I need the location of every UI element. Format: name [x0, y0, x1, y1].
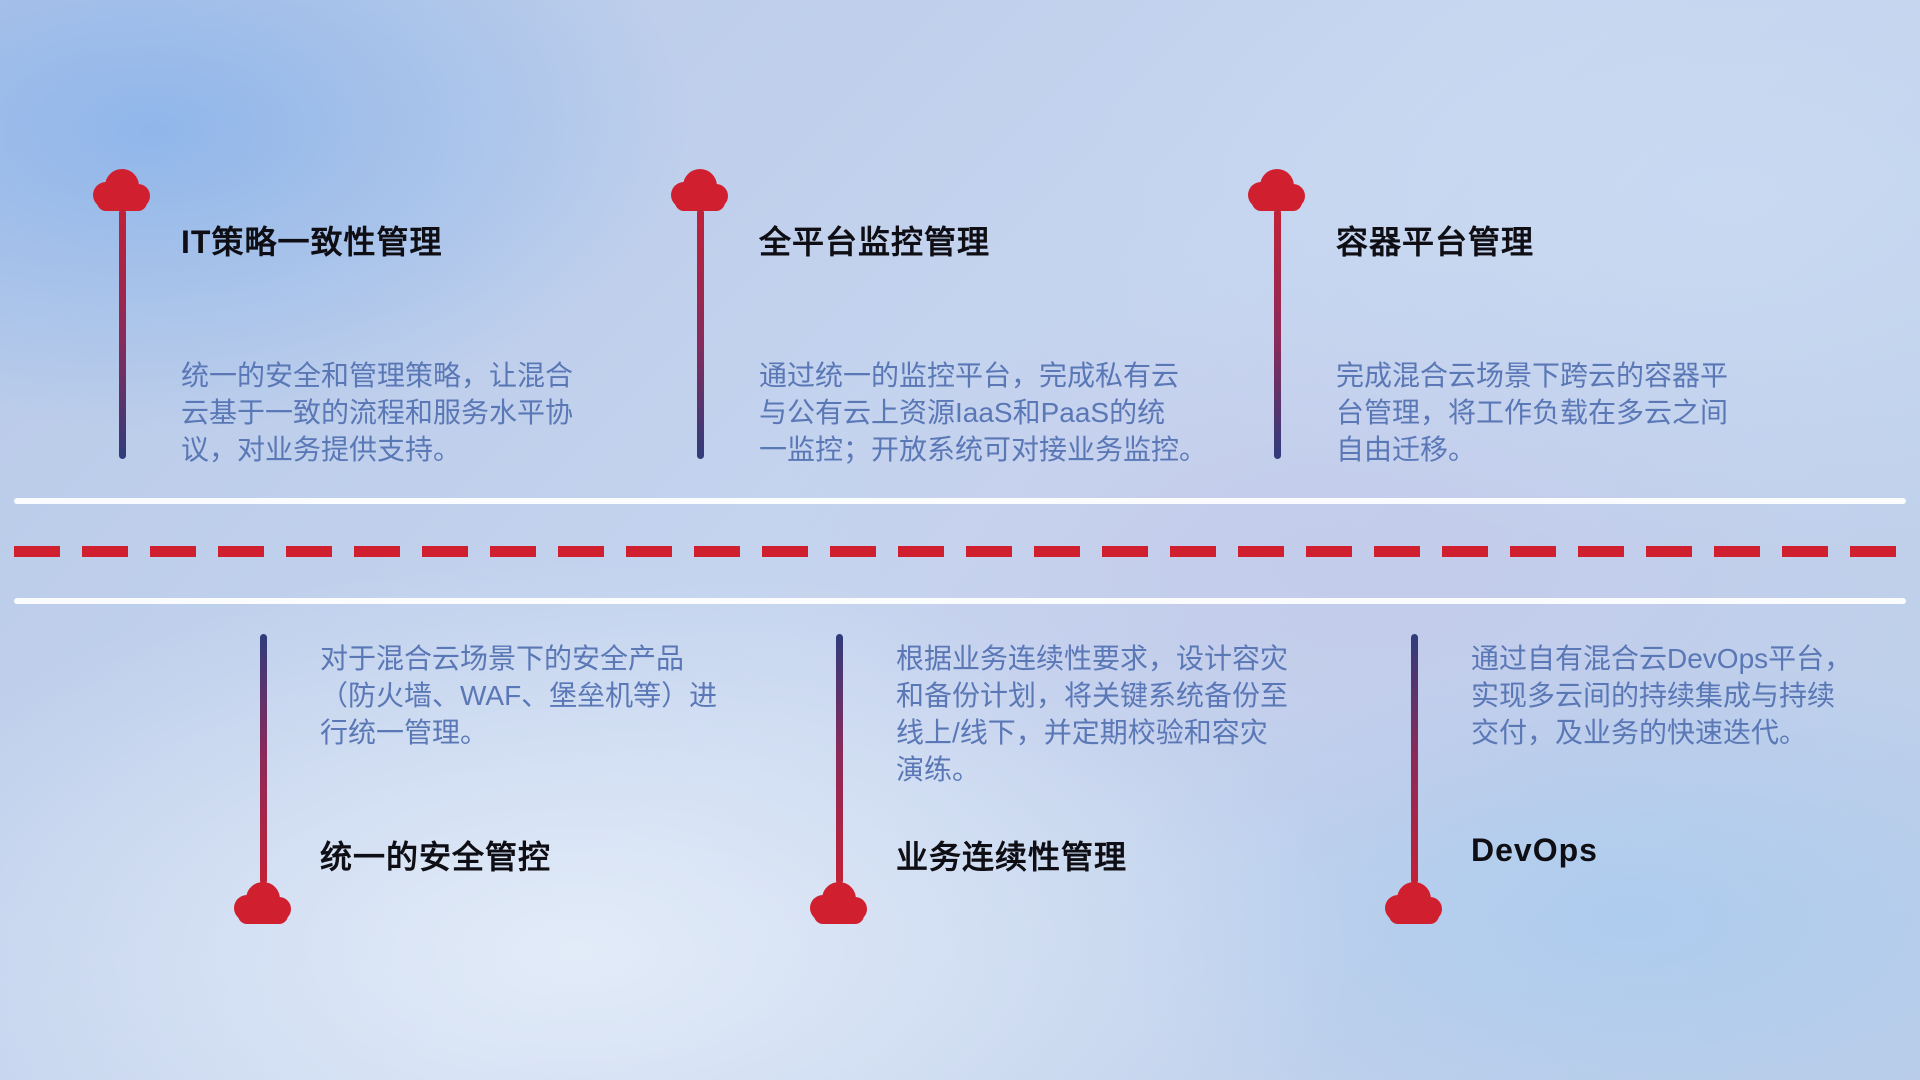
feature-title: 容器平台管理: [1336, 224, 1535, 260]
feature-title: 业务连续性管理: [896, 839, 1128, 875]
feature-platform-monitoring: 全平台监控管理 通过统一的监控平台，完成私有云 与公有云上资源IaaS和PaaS…: [667, 167, 1287, 467]
timeline-connector: [835, 634, 843, 884]
feature-description: 完成混合云场景下跨云的容器平 台管理，将工作负载在多云之间 自由迁移。: [1336, 360, 1729, 465]
timeline-connector: [696, 209, 704, 459]
cloud-icon: [230, 880, 296, 926]
feature-title: 全平台监控管理: [759, 224, 991, 260]
feature-description: 根据业务连续性要求，设计容灾 和备份计划，将关键系统备份至 线上/线下，并定期校…: [896, 643, 1289, 785]
cloud-icon: [806, 880, 872, 926]
timeline-connector: [1273, 209, 1281, 459]
feature-devops: 通过自有混合云DevOps平台， 实现多云间的持续集成与持续 交付，及业务的快速…: [1381, 634, 1920, 944]
timeline-pin: [1381, 634, 1447, 926]
feature-security-control: 对于混合云场景下的安全产品 （防火墙、WAF、堡垒机等）进 行统一管理。 统一的…: [230, 634, 850, 944]
cloud-icon: [1381, 880, 1447, 926]
feature-container-platform: 容器平台管理 完成混合云场景下跨云的容器平 台管理，将工作负载在多云之间 自由迁…: [1244, 167, 1864, 467]
timeline-pin: [89, 167, 155, 459]
feature-description: 通过统一的监控平台，完成私有云 与公有云上资源IaaS和PaaS的统 一监控；开…: [759, 360, 1208, 465]
feature-description: 统一的安全和管理策略，让混合 云基于一致的流程和服务水平协 议，对业务提供支持。: [181, 360, 574, 465]
timeline-pin: [806, 634, 872, 926]
timeline-pin: [230, 634, 296, 926]
timeline-pin: [1244, 167, 1310, 459]
cloud-icon: [667, 167, 733, 213]
feature-title: 统一的安全管控: [320, 839, 552, 875]
feature-business-continuity: 根据业务连续性要求，设计容灾 和备份计划，将关键系统备份至 线上/线下，并定期校…: [806, 634, 1426, 944]
road-line-top: [14, 498, 1906, 504]
feature-description: 对于混合云场景下的安全产品 （防火墙、WAF、堡垒机等）进 行统一管理。: [320, 643, 718, 748]
timeline-connector: [118, 209, 126, 459]
road-line-bottom: [14, 598, 1906, 604]
feature-title: IT策略一致性管理: [181, 224, 443, 260]
timeline-connector: [1410, 634, 1418, 884]
road-divider-dashed: [14, 546, 1906, 557]
feature-it-policy-consistency: IT策略一致性管理 统一的安全和管理策略，让混合 云基于一致的流程和服务水平协 …: [89, 167, 709, 467]
cloud-icon: [1244, 167, 1310, 213]
feature-title: DevOps: [1471, 832, 1598, 868]
timeline-pin: [667, 167, 733, 459]
timeline-connector: [259, 634, 267, 884]
feature-description: 通过自有混合云DevOps平台， 实现多云间的持续集成与持续 交付，及业务的快速…: [1471, 643, 1853, 748]
cloud-icon: [89, 167, 155, 213]
